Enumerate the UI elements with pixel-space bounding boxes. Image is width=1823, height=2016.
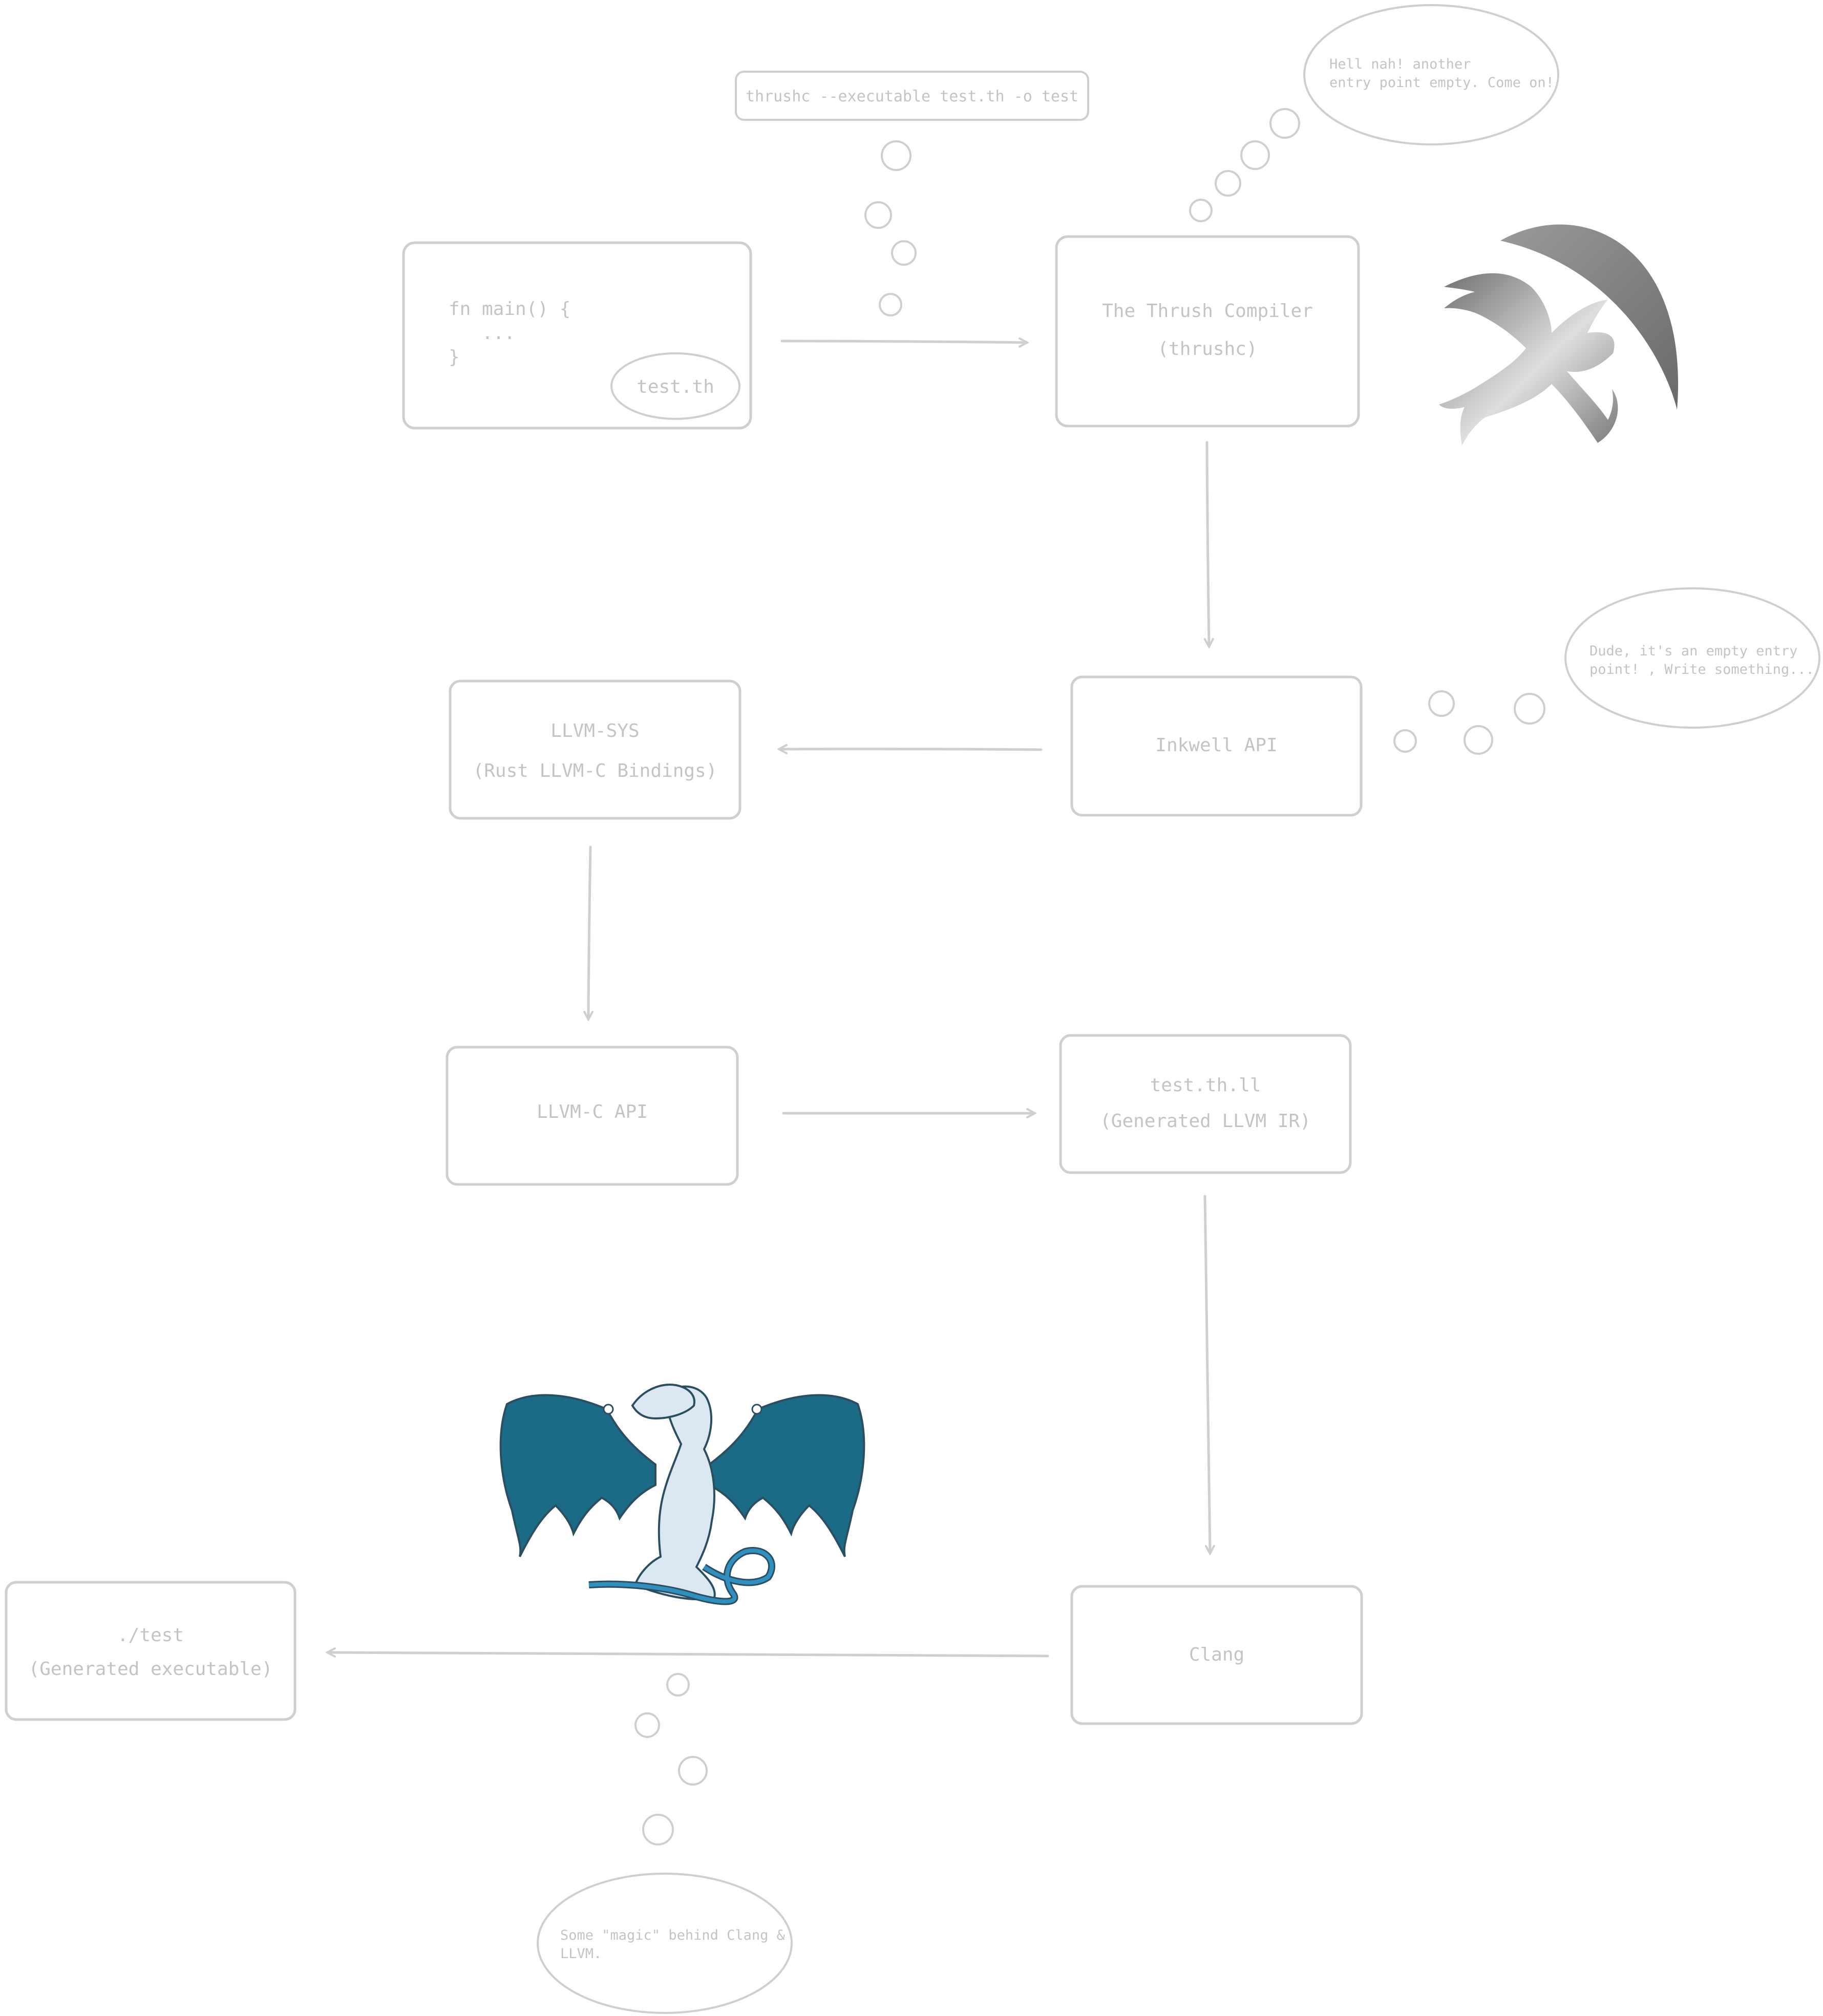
compiler-subtitle: (thrushc) — [1157, 338, 1258, 359]
inkwell-thought-line-2: point! , Write something... — [1589, 662, 1814, 677]
code-line-3: } — [449, 347, 460, 368]
clang-box — [1070, 1585, 1363, 1725]
arrow-inkwell-to-llvm-sys — [779, 749, 1043, 750]
dragon-right-wing-joint — [751, 1404, 762, 1415]
filename-bubble — [610, 352, 740, 420]
clang-thought-dots — [634, 1673, 708, 1845]
dragon-left-wing-joint — [603, 1404, 614, 1415]
thrush-logo — [1439, 224, 1679, 445]
clang-thought-line-2: LLVM. — [560, 1946, 602, 1962]
arrow-source-to-compiler — [780, 341, 1027, 343]
llvm-ir-box — [1059, 1034, 1352, 1174]
thrush-arc — [1500, 224, 1679, 410]
inkwell-thought-dots — [1393, 690, 1545, 755]
compiler-thought-dots — [1189, 108, 1300, 222]
compiler-thought-cloud — [1303, 4, 1559, 145]
clang-thought-line-1: Some "magic" behind Clang & — [560, 1927, 785, 1943]
compiler-thought-line-2: entry point empty. Come on! — [1329, 75, 1554, 91]
compiler-box — [1055, 235, 1360, 428]
command-box — [735, 71, 1089, 121]
arrow-llvm-ir-to-clang — [1203, 1195, 1210, 1553]
llvm-sys-subtitle: (Rust LLVM-C Bindings) — [473, 760, 717, 781]
source-code-box — [402, 241, 752, 430]
dragon-left-wing — [499, 1394, 656, 1557]
inkwell-box — [1070, 675, 1363, 817]
arrow-compiler-to-inkwell — [1207, 441, 1209, 646]
llvm-ir-title: test.th.ll — [1150, 1075, 1261, 1096]
llvm-sys-box — [449, 680, 741, 820]
arrow-llvm-c-to-llvm-ir — [782, 1113, 1034, 1114]
command-label: thrushc --executable test.th -o test — [745, 88, 1079, 105]
executable-subtitle: (Generated executable) — [28, 1659, 273, 1680]
clang-thought-cloud — [537, 1873, 793, 2014]
executable-title: ./test — [117, 1625, 184, 1646]
inkwell-thought-line-1: Dude, it's an empty entry — [1589, 643, 1798, 659]
code-line-1: fn main() { — [449, 299, 571, 320]
command-thought-dots — [864, 140, 917, 316]
dragon-body — [633, 1385, 716, 1601]
llvm-c-label: LLVM-C API — [537, 1101, 648, 1122]
executable-box — [5, 1581, 296, 1721]
thrush-bird — [1439, 273, 1618, 445]
filename-label: test.th — [637, 376, 714, 397]
dragon-right-wing — [708, 1394, 865, 1557]
llvm-c-box — [446, 1046, 739, 1186]
clang-label: Clang — [1189, 1644, 1245, 1665]
llvm-ir-subtitle: (Generated LLVM IR) — [1100, 1111, 1311, 1132]
dragon-tail-fill — [588, 1548, 774, 1604]
inkwell-thought-cloud — [1564, 587, 1820, 729]
code-line-2: ... — [449, 323, 516, 344]
inkwell-label: Inkwell API — [1155, 735, 1278, 756]
arrow-clang-to-executable — [328, 1652, 1049, 1656]
llvm-dragon-logo — [499, 1384, 865, 1605]
compiler-thought-line-1: Hell nah! another — [1329, 56, 1471, 72]
dragon-head — [631, 1384, 695, 1420]
compiler-title: The Thrush Compiler — [1102, 301, 1313, 322]
arrow-llvm-sys-to-llvm-c — [588, 845, 590, 1019]
llvm-sys-title: LLVM-SYS — [550, 720, 640, 741]
